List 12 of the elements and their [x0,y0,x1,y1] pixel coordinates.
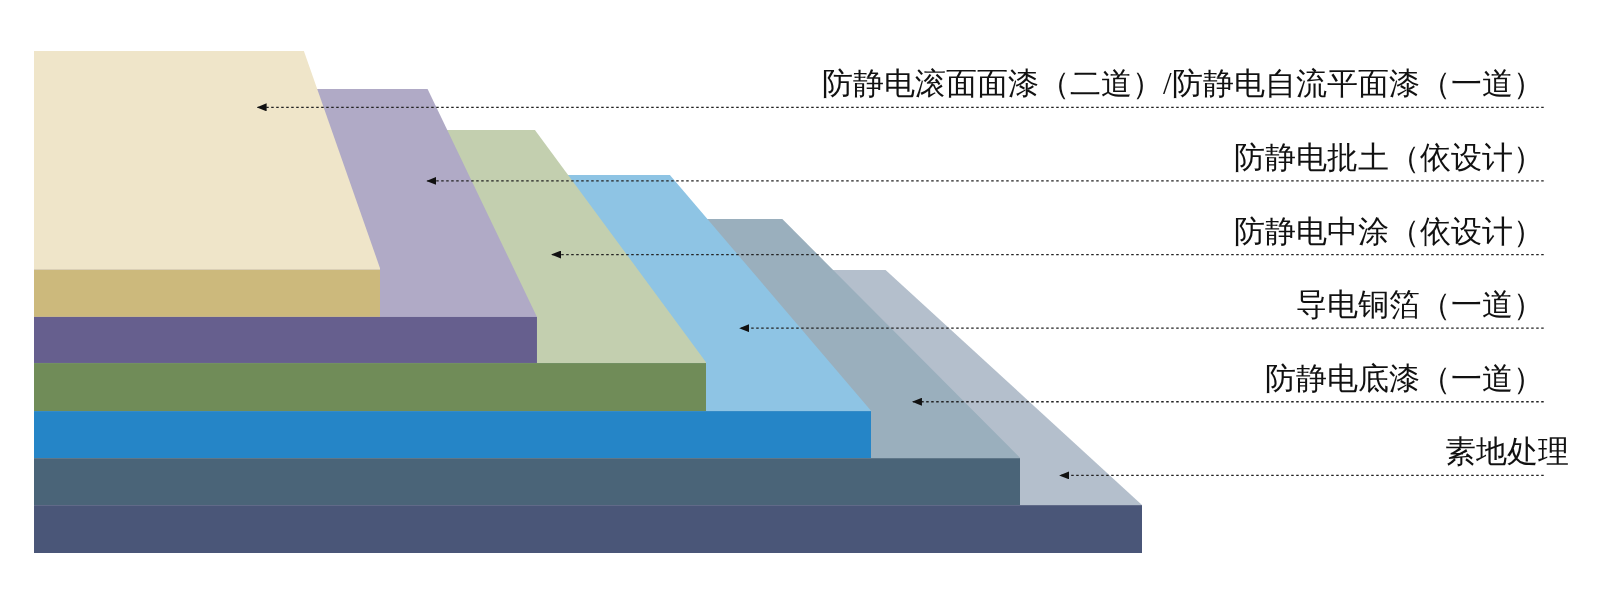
leader-line [256,103,1545,112]
layer-label: 导电铜箔（一道） [1295,285,1544,326]
layer-label: 防静电滚面面漆（二道）/防静电自流平面漆（一道） [822,64,1544,105]
leader-line [426,176,1545,185]
layer-label: 防静电中涂（依设计） [1233,211,1544,252]
layer-label: 防静电底漆（一道） [1264,358,1544,399]
leader-line [551,250,1545,259]
layer-label: 素地处理 [1445,432,1570,473]
leader-line [1059,471,1545,480]
leader-line [911,397,1545,406]
layer-label: 防静电批土（依设计） [1233,137,1544,178]
leader-line [739,324,1545,333]
